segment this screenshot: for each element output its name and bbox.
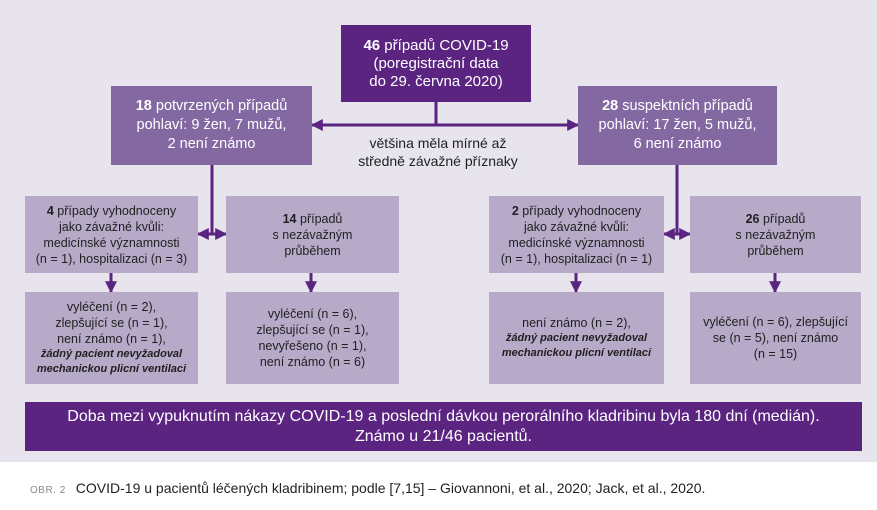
summary-banner-line2: Známo u 21/46 pacientů.	[354, 427, 532, 445]
confirmed-cases-box: 18 potvrzených případů pohlaví: 9 žen, 7…	[111, 86, 312, 165]
total-cases-count: 46	[363, 36, 381, 54]
suspected-serious-label: případy vyhodnoceny	[518, 203, 642, 218]
suspected-serious-line2: jako závažné kvůli:	[524, 219, 629, 234]
confirmed-nonserious-outcome-line2: zlepšující se (n = 1),	[256, 323, 369, 337]
confirmed-serious-line2: jako závažné kvůli:	[59, 219, 164, 234]
confirmed-nonserious-label: případů	[296, 211, 343, 226]
severity-note: většina měla mírné až středně závažné př…	[325, 134, 551, 170]
confirmed-nonserious-line3: průběhem	[284, 243, 341, 258]
suspected-serious-outcome-note2: mechanickou plicní ventilaci	[501, 347, 652, 359]
confirmed-serious-label: případy vyhodnoceny	[53, 203, 177, 218]
confirmed-serious-box: 4 případy vyhodnoceny jako závažné kvůli…	[25, 196, 198, 273]
summary-banner: Doba mezi vypuknutím nákazy COVID-19 a p…	[25, 402, 862, 451]
figure-caption: OBR. 2 COVID-19 u pacientů léčených kladr…	[30, 480, 705, 496]
suspected-nonserious-count: 26	[745, 211, 760, 226]
summary-banner-line1: Doba mezi vypuknutím nákazy COVID-19 a p…	[67, 407, 820, 425]
suspected-nonserious-label: případů	[759, 211, 806, 226]
suspected-nonserious-box: 26 případů s nezávažným průběhem	[690, 196, 861, 273]
suspected-cases-box: 28 suspektních případů pohlaví: 17 žen, …	[578, 86, 777, 165]
suspected-cases-line3: 6 není známo	[633, 136, 722, 152]
severity-note-line2: středně závažné příznaky	[358, 153, 518, 169]
confirmed-serious-outcome-note1: žádný pacient nevyžadoval	[40, 348, 183, 360]
figure-tag: OBR. 2	[30, 485, 66, 496]
confirmed-nonserious-line2: s nezávažným	[272, 227, 353, 242]
confirmed-nonserious-outcome-box: vyléčení (n = 6), zlepšující se (n = 1),…	[226, 292, 399, 384]
confirmed-nonserious-outcome-line4: není známo (n = 6)	[259, 355, 366, 369]
suspected-nonserious-outcome-box: vyléčení (n = 6), zlepšující se (n = 5),…	[690, 292, 861, 384]
suspected-nonserious-outcome-line1: vyléčení (n = 6), zlepšující	[703, 315, 848, 329]
connector-arrows	[105, 102, 781, 294]
confirmed-cases-count: 18	[135, 98, 152, 114]
suspected-nonserious-outcome-line2: se (n = 5), není známo	[712, 331, 839, 345]
confirmed-nonserious-outcome-line1: vyléčení (n = 6),	[267, 307, 358, 321]
total-cases-box: 46 případů COVID-19 (poregistrační data …	[341, 25, 531, 102]
suspected-serious-box: 2 případy vyhodnoceny jako závažné kvůli…	[489, 196, 664, 273]
confirmed-serious-outcome-box: vyléčení (n = 2), zlepšující se (n = 1),…	[25, 292, 198, 384]
confirmed-serious-outcome-line3: není známo (n = 1),	[57, 332, 166, 346]
confirmed-cases-label: potvrzených případů	[151, 98, 288, 114]
confirmed-serious-line4: (n = 1), hospitalizaci (n = 3)	[35, 251, 188, 266]
confirmed-serious-count: 4	[46, 203, 54, 218]
confirmed-nonserious-count: 14	[282, 211, 297, 226]
suspected-serious-line4: (n = 1), hospitalizaci (n = 1)	[500, 251, 653, 266]
total-cases-line2: (poregistrační data	[373, 54, 499, 72]
suspected-cases-line2: pohlaví: 17 žen, 5 mužů,	[598, 117, 757, 133]
suspected-cases-label: suspektních případů	[618, 98, 753, 114]
confirmed-serious-outcome-line1: vyléčení (n = 2),	[66, 300, 157, 314]
suspected-nonserious-line2: s nezávažným	[735, 227, 816, 242]
total-cases-line3: do 29. června 2020)	[369, 72, 503, 90]
confirmed-nonserious-outcome-line3: nevyřešeno (n = 1),	[258, 339, 367, 353]
suspected-serious-outcome-box: není známo (n = 2), žádný pacient nevyža…	[489, 292, 664, 384]
suspected-cases-count: 28	[602, 98, 619, 114]
suspected-serious-count: 2	[511, 203, 519, 218]
severity-note-line1: většina měla mírné až	[369, 135, 507, 151]
suspected-nonserious-outcome-line3: (n = 15)	[753, 347, 798, 361]
confirmed-serious-outcome-line2: zlepšující se (n = 1),	[55, 316, 168, 330]
confirmed-serious-outcome-note2: mechanickou plicní ventilaci	[36, 363, 187, 375]
confirmed-cases-line3: 2 není známo	[167, 136, 256, 152]
confirmed-nonserious-box: 14 případů s nezávažným průběhem	[226, 196, 399, 273]
figure-caption-text: COVID-19 u pacientů léčených kladribinem…	[75, 480, 706, 496]
suspected-serious-outcome-line1: není známo (n = 2),	[522, 316, 631, 330]
confirmed-serious-line3: medicínské významnosti	[43, 235, 180, 250]
suspected-serious-outcome-note1: žádný pacient nevyžadoval	[505, 332, 648, 344]
suspected-serious-line3: medicínské významnosti	[508, 235, 645, 250]
suspected-nonserious-line3: průběhem	[747, 243, 804, 258]
confirmed-cases-line2: pohlaví: 9 žen, 7 mužů,	[136, 117, 287, 133]
total-cases-label: případů COVID-19	[380, 36, 509, 54]
